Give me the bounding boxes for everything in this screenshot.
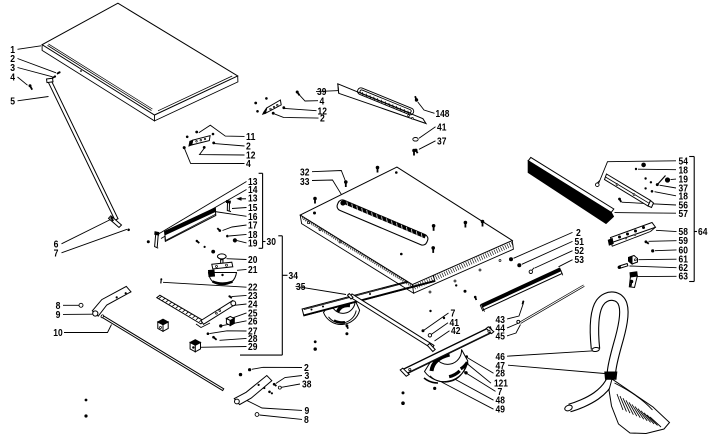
svg-text:7: 7 [498, 387, 503, 398]
svg-text:2: 2 [246, 142, 251, 153]
svg-text:48: 48 [496, 396, 506, 407]
svg-text:38: 38 [302, 380, 312, 391]
svg-text:64: 64 [698, 227, 708, 238]
svg-text:19: 19 [679, 175, 689, 186]
svg-text:60: 60 [679, 245, 689, 256]
svg-text:2: 2 [576, 228, 581, 239]
svg-text:4: 4 [246, 159, 251, 170]
svg-text:41: 41 [437, 123, 447, 134]
svg-text:46: 46 [496, 352, 506, 363]
svg-text:13: 13 [248, 194, 258, 205]
svg-text:18: 18 [679, 192, 689, 203]
svg-text:32: 32 [300, 168, 310, 179]
svg-text:148: 148 [436, 109, 450, 120]
svg-text:62: 62 [679, 263, 689, 274]
svg-text:4: 4 [10, 73, 15, 84]
svg-text:43: 43 [496, 315, 506, 326]
svg-text:61: 61 [679, 255, 689, 266]
svg-text:16: 16 [248, 212, 258, 223]
svg-text:5: 5 [10, 97, 15, 108]
svg-text:56: 56 [679, 201, 689, 212]
svg-text:25: 25 [248, 309, 258, 320]
svg-text:11: 11 [246, 132, 256, 143]
svg-text:37: 37 [679, 184, 689, 195]
svg-text:6: 6 [54, 240, 59, 251]
svg-text:52: 52 [575, 246, 585, 257]
svg-text:8: 8 [56, 301, 61, 312]
svg-text:42: 42 [451, 326, 461, 337]
svg-text:28: 28 [248, 334, 258, 345]
svg-text:13: 13 [248, 177, 258, 188]
svg-text:1: 1 [10, 45, 15, 56]
svg-text:21: 21 [248, 265, 258, 276]
svg-text:23: 23 [248, 291, 258, 302]
svg-text:15: 15 [248, 203, 258, 214]
svg-text:58: 58 [679, 227, 689, 238]
svg-text:10: 10 [53, 328, 63, 339]
svg-text:9: 9 [56, 310, 61, 321]
svg-text:17: 17 [248, 221, 258, 232]
svg-text:37: 37 [437, 137, 447, 148]
svg-text:28: 28 [496, 369, 506, 380]
svg-text:49: 49 [496, 405, 506, 416]
svg-text:41: 41 [450, 318, 460, 329]
svg-text:3: 3 [305, 371, 310, 382]
svg-text:44: 44 [496, 324, 506, 335]
svg-text:7: 7 [54, 249, 59, 260]
svg-text:22: 22 [248, 283, 258, 294]
svg-text:63: 63 [679, 272, 689, 283]
svg-text:12: 12 [246, 151, 256, 162]
svg-text:19: 19 [248, 239, 258, 250]
svg-text:7: 7 [451, 308, 456, 319]
svg-text:2: 2 [10, 54, 15, 65]
svg-text:8: 8 [304, 415, 309, 426]
svg-text:24: 24 [248, 300, 258, 311]
svg-text:18: 18 [248, 230, 258, 241]
svg-text:45: 45 [496, 332, 506, 343]
svg-text:2: 2 [320, 114, 325, 125]
svg-text:33: 33 [300, 177, 310, 188]
svg-text:12: 12 [318, 106, 328, 117]
svg-text:121: 121 [494, 379, 508, 390]
svg-text:26: 26 [248, 317, 258, 328]
svg-text:14: 14 [248, 185, 258, 196]
svg-text:27: 27 [248, 327, 258, 338]
svg-text:53: 53 [575, 255, 585, 266]
svg-text:30: 30 [267, 237, 277, 248]
svg-text:51: 51 [575, 237, 585, 248]
svg-text:4: 4 [320, 96, 325, 107]
svg-text:18: 18 [679, 165, 689, 176]
svg-text:9: 9 [305, 406, 310, 417]
svg-text:34: 34 [289, 271, 299, 282]
svg-text:3: 3 [10, 63, 15, 74]
svg-text:39: 39 [317, 87, 327, 98]
svg-text:59: 59 [679, 236, 689, 247]
svg-text:2: 2 [304, 363, 309, 374]
svg-text:57: 57 [679, 209, 689, 220]
svg-text:47: 47 [496, 361, 506, 372]
svg-text:54: 54 [679, 157, 689, 168]
svg-text:29: 29 [248, 342, 258, 353]
svg-text:20: 20 [248, 255, 258, 266]
